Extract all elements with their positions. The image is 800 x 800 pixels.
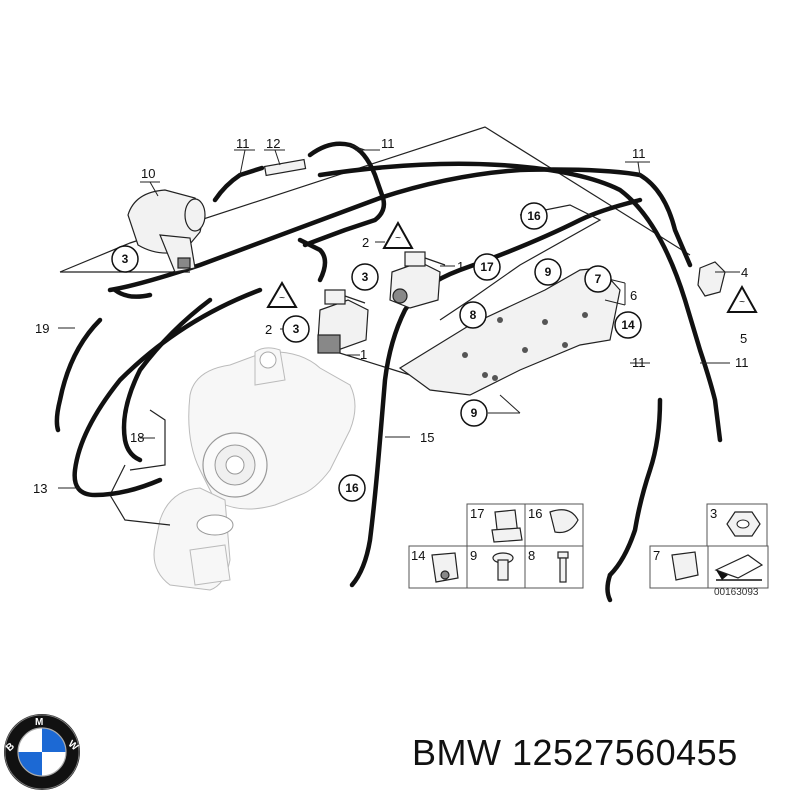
- solenoid-valve-lower: [317, 289, 369, 354]
- hose-lines: [54, 141, 723, 603]
- turbocharger-illustration: [153, 347, 356, 591]
- callout-11: 11: [236, 136, 250, 151]
- bracket-plate: [398, 204, 621, 396]
- callout-13: 13: [33, 481, 47, 496]
- legend-label-7: 7: [653, 548, 660, 563]
- part-number-label: BMW 12527560455: [412, 732, 738, 773]
- callout-1: 1: [457, 259, 464, 274]
- callout-1: 1: [360, 347, 367, 362]
- callout-leader-lines: [58, 144, 740, 489]
- callout-circle-14: 14: [614, 311, 642, 339]
- callout-4: 4: [741, 265, 748, 280]
- svg-text:16: 16: [345, 481, 359, 495]
- vacuum-reservoir-part-10: [127, 189, 206, 273]
- svg-text:17: 17: [480, 260, 494, 274]
- callout-12: 12: [266, 136, 280, 151]
- callout-circle-3: 3: [111, 245, 139, 273]
- callout-11: 11: [632, 146, 646, 161]
- sensor-part-4: [697, 261, 726, 297]
- legend-label-3: 3: [710, 506, 717, 521]
- legend-label-8: 8: [528, 548, 535, 563]
- legend-label-16: 16: [528, 506, 542, 521]
- diagram-id: 00163093: [714, 587, 759, 598]
- callout-circle-9: 9: [460, 399, 488, 427]
- svg-text:3: 3: [122, 252, 129, 266]
- svg-text:9: 9: [471, 406, 478, 420]
- callout-5: 5: [740, 331, 747, 346]
- svg-text:~: ~: [279, 293, 285, 304]
- svg-text:~: ~: [395, 233, 401, 244]
- callout-19: 19: [35, 321, 49, 336]
- svg-text:8: 8: [470, 308, 477, 322]
- legend-box-8: [524, 545, 584, 589]
- callout-15: 15: [420, 430, 434, 445]
- callout-11: 11: [632, 355, 646, 370]
- callout-circle-17: 17: [473, 253, 501, 281]
- legend-small-parts: 17 16 14 9 8 3 7 00163093: [408, 503, 769, 598]
- warning-triangle-icon: ~: [382, 220, 414, 249]
- callout-circle-3: 3: [351, 263, 379, 291]
- callout-circle-16: 16: [520, 202, 548, 230]
- warning-triangle-icon: ~: [266, 281, 298, 308]
- callout-circle-16: 16: [338, 474, 366, 502]
- svg-text:9: 9: [545, 265, 552, 279]
- legend-box-9: [466, 545, 526, 589]
- callout-circle-7: 7: [584, 265, 612, 293]
- svg-text:14: 14: [621, 318, 635, 332]
- warning-triangle-icon: ~: [726, 284, 758, 313]
- svg-text:3: 3: [293, 322, 300, 336]
- circled-callouts: 16 3 3 17 9 7 8 3: [111, 202, 642, 502]
- callout-11: 11: [381, 136, 395, 151]
- callout-circle-3: 3: [282, 315, 310, 343]
- svg-text:M: M: [35, 717, 43, 728]
- legend-label-17: 17: [470, 506, 484, 521]
- callout-numbers: 11 12 11 11 10 2 1 4 6 5 19 2 1 11 11 18…: [33, 136, 749, 496]
- callout-6: 6: [630, 288, 637, 303]
- svg-text:3: 3: [362, 270, 369, 284]
- legend-label-9: 9: [470, 548, 477, 563]
- connector-part-12: [263, 158, 307, 177]
- callout-2: 2: [265, 322, 272, 337]
- callout-2: 2: [362, 235, 369, 250]
- callout-circle-9: 9: [534, 258, 562, 286]
- callout-10: 10: [141, 166, 155, 181]
- callout-11: 11: [735, 355, 749, 370]
- svg-text:~: ~: [739, 297, 745, 308]
- callout-circle-8: 8: [459, 301, 487, 329]
- bmw-logo: B M W: [4, 714, 80, 790]
- solenoid-valve-upper: [389, 251, 446, 309]
- legend-label-14: 14: [411, 548, 425, 563]
- svg-text:16: 16: [527, 209, 541, 223]
- callout-18: 18: [130, 430, 144, 445]
- svg-text:7: 7: [595, 272, 602, 286]
